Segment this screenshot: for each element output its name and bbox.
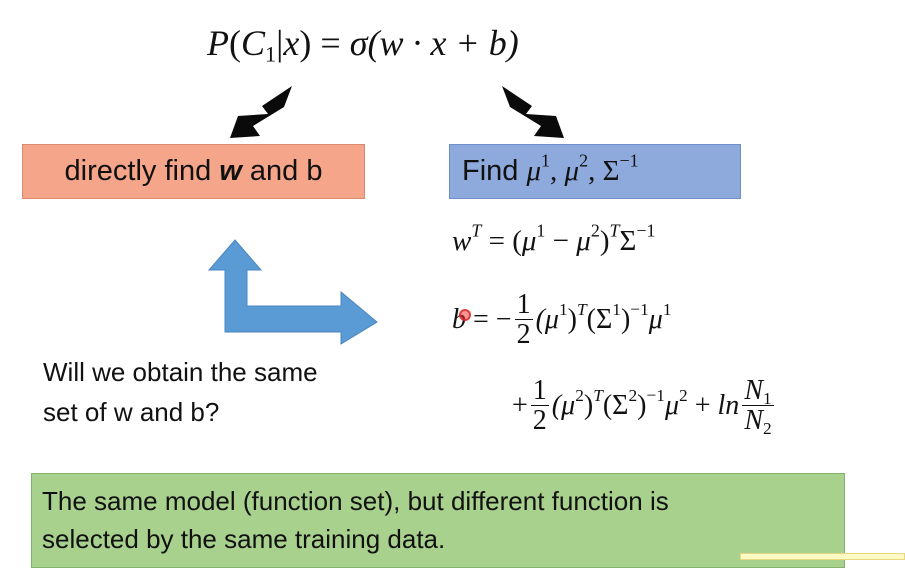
eq-w-one: 1	[536, 220, 546, 241]
formula-sigma: σ	[349, 23, 368, 63]
black-arrow-down-right-icon	[502, 86, 564, 138]
eq-b2-plus: +	[512, 389, 528, 421]
left-box-bold-w: w	[219, 155, 242, 187]
eq-b2-ln: ln	[717, 389, 740, 421]
left-box-text-post: and b	[241, 155, 323, 187]
eq-b1-den: 2	[516, 319, 531, 351]
eq-b1-sigma: (Σ	[586, 303, 613, 335]
conclusion-line-1: The same model (function set), but diffe…	[42, 486, 669, 516]
eq-b2-N2-sub: 2	[763, 419, 772, 439]
sigma-cap: Σ	[602, 155, 620, 187]
eq-b2-two2: 2	[628, 385, 638, 405]
eq-b1-one: 1	[558, 299, 568, 319]
eq-b1-mu: (μ	[535, 303, 559, 335]
eq-b2-two3: 2	[679, 385, 688, 405]
right-box-params: μ1, μ2, Σ−1	[526, 152, 638, 188]
formula-equals: =	[311, 23, 350, 63]
mu-2: μ	[564, 155, 580, 187]
eq-b2-mu: (μ	[551, 389, 576, 421]
conclusion-line-2: selected by the same training data.	[42, 524, 446, 554]
left-box-text-pre: directly find	[64, 155, 220, 187]
sigma-inverse-sup: −1	[619, 150, 639, 171]
mu-1-sup: 1	[541, 150, 551, 171]
laser-pointer-dot	[459, 309, 471, 321]
eq-b2-N1: N	[744, 375, 763, 406]
right-box-label: Find	[462, 155, 527, 187]
eq-w-mu2: μ	[576, 225, 591, 257]
eq-b1-one2: 1	[612, 299, 621, 319]
eq-w-two: 2	[590, 220, 600, 241]
formula-bar: |	[276, 23, 284, 63]
eq-b2-N2: N	[744, 405, 763, 437]
question-text: Will we obtain the same set of w and b?	[43, 352, 383, 432]
blue-bent-double-arrow-icon	[207, 239, 378, 345]
eq-b2-inv: −1	[646, 385, 665, 405]
eq-b1-num: 1	[514, 289, 533, 321]
sep-2: ,	[588, 155, 603, 187]
eq-w-rparen: )	[599, 225, 610, 257]
eq-b1-T: T	[577, 299, 587, 319]
eq-b2-den: 2	[532, 405, 547, 437]
mu-2-sup: 2	[579, 150, 589, 171]
eq-b2-sigma: (Σ	[602, 389, 629, 421]
question-line-2: set of w and b?	[43, 397, 220, 427]
eq-w-inv: −1	[636, 220, 656, 241]
eq-b2-two: 2	[575, 385, 584, 405]
eq-w-minus: −	[545, 225, 577, 257]
question-line-1: Will we obtain the same	[43, 357, 318, 387]
eq-b1-one3: 1	[662, 299, 672, 319]
formula-c: C	[241, 23, 266, 63]
main-formula: P(C1|x) = σ(w · x + b)	[207, 22, 519, 67]
eq-w-mu1: μ	[521, 225, 537, 257]
eq-w-eq: = (	[481, 225, 522, 257]
eq-b2-N1-sub: 1	[763, 389, 772, 409]
eq-b2-term: (μ2)T(Σ2)−1μ2 + ln	[551, 385, 740, 421]
eq-w-sigma: Σ	[619, 225, 637, 257]
conclusion-box: The same model (function set), but diffe…	[31, 473, 845, 568]
corner-note-strip	[740, 553, 905, 560]
formula-x: x	[283, 23, 300, 63]
eq-b1-end-mu: μ	[648, 303, 663, 335]
eq-b2-T: T	[593, 385, 603, 405]
eq-w-T: T	[471, 220, 482, 241]
equation-w-transpose: wT = (μ1 − μ2)TΣ−1	[452, 222, 656, 258]
black-arrow-down-left-icon	[230, 86, 292, 138]
find-parameters-box: Find μ1, μ2, Σ−1	[449, 144, 741, 199]
directly-find-w-and-b-box: directly find w and b	[22, 144, 365, 199]
formula-c-subscript: 1	[265, 41, 277, 67]
mu-1: μ	[526, 155, 542, 187]
eq-b-eq: = −	[466, 303, 512, 335]
eq-b1-term: (μ1)T(Σ1)−1μ1	[535, 299, 672, 335]
eq-w-T2: T	[609, 220, 620, 241]
eq-b2-end-mu: μ	[664, 389, 680, 421]
eq-b2-plus2: +	[687, 389, 718, 421]
formula-argument: (w · x + b)	[367, 23, 519, 63]
eq-b2-num: 1	[530, 375, 549, 407]
formula-close-paren: )	[299, 23, 312, 63]
eq-b1-inv: −1	[630, 299, 649, 319]
formula-p: P	[207, 23, 229, 63]
eq-w-w: w	[452, 225, 472, 257]
sep-1: ,	[550, 155, 565, 187]
formula-open-paren: (	[229, 23, 241, 63]
